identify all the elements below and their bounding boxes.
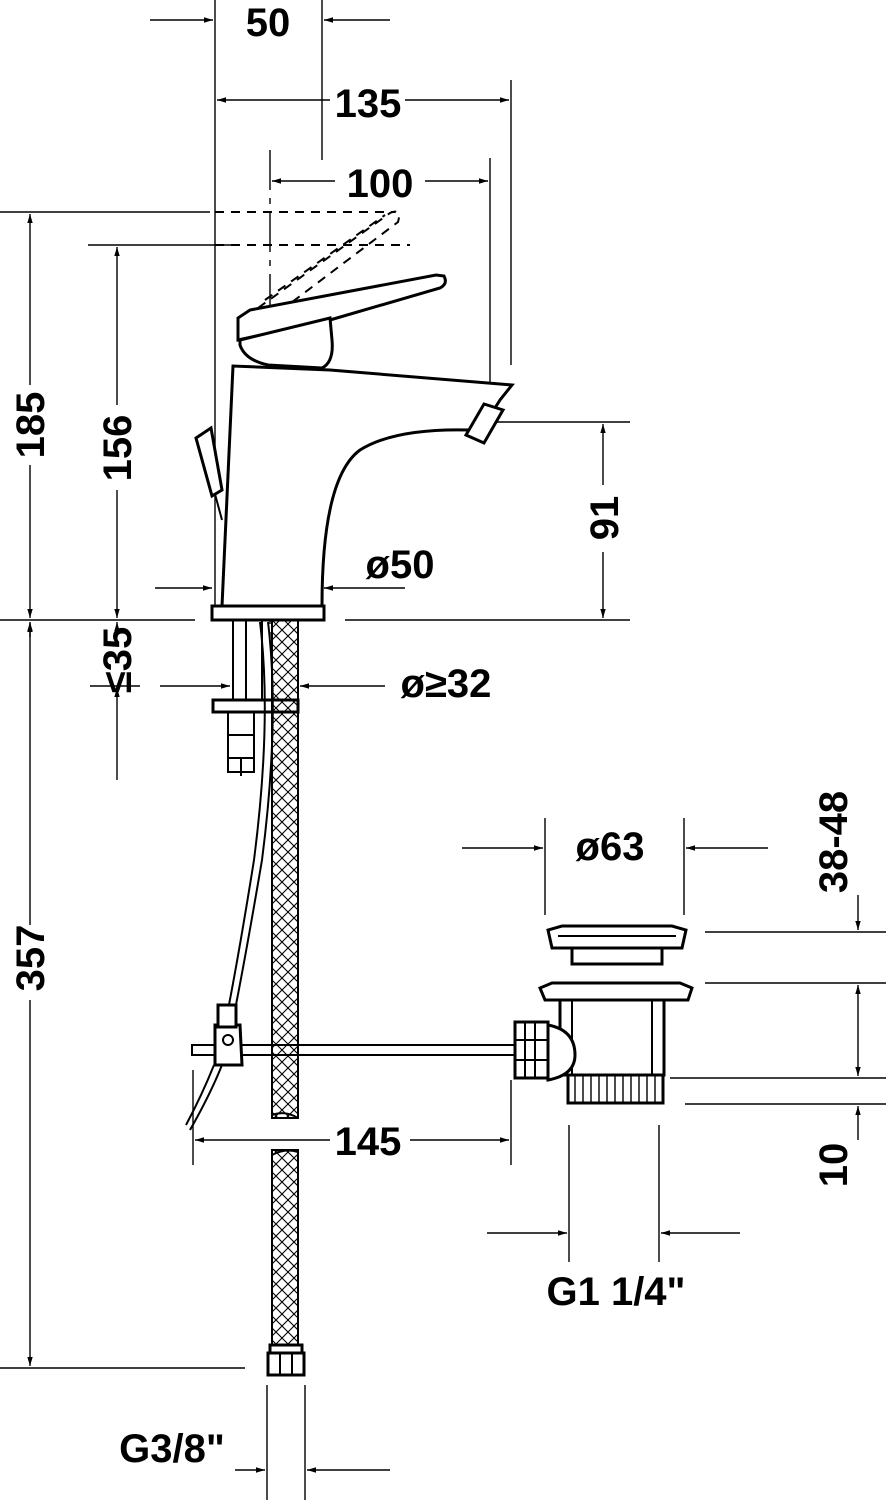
thread-g3-8-label: G3/8" bbox=[119, 1427, 225, 1471]
base-plate bbox=[210, 604, 326, 622]
dim-10-label: 10 bbox=[812, 1143, 856, 1188]
dim-91-label: 91 bbox=[583, 496, 627, 541]
dia-50-label: ø50 bbox=[366, 543, 435, 587]
pop-up-knob bbox=[194, 425, 224, 499]
dia-63-label: ø63 bbox=[576, 825, 645, 869]
dimension-labels: 50 135 100 185 156 91 ø50 ≤35 ø≥32 ø63 3… bbox=[9, 1, 856, 1471]
supply-hose bbox=[225, 619, 306, 1377]
dim-38-48-label: 38-48 bbox=[812, 791, 856, 893]
dim-185-label: 185 bbox=[9, 392, 53, 459]
linkage-rod bbox=[185, 1003, 518, 1131]
dim-145-label: 145 bbox=[335, 1120, 402, 1164]
dim-357-label: 357 bbox=[9, 925, 53, 992]
pop-up-waste bbox=[513, 924, 694, 1105]
lever-open-position bbox=[257, 210, 400, 316]
dim-135-label: 135 bbox=[335, 82, 402, 126]
cartridge-cap bbox=[238, 316, 334, 370]
dia-ge32-label: ø≥32 bbox=[401, 662, 492, 706]
faucet bbox=[194, 150, 515, 776]
aerator bbox=[463, 402, 506, 445]
dim-100-label: 100 bbox=[347, 162, 414, 206]
dim-50-label: 50 bbox=[246, 1, 291, 45]
dimension-lines bbox=[27, 17, 861, 1473]
dim-le35-label: ≤35 bbox=[96, 627, 140, 693]
dim-156-label: 156 bbox=[96, 415, 140, 482]
thread-g1-14-label: G1 1/4" bbox=[546, 1270, 685, 1314]
lever bbox=[236, 273, 447, 342]
